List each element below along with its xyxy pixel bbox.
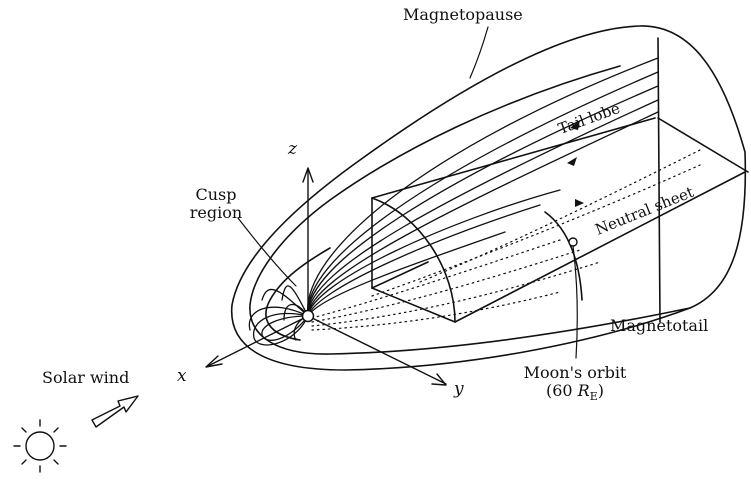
x-arrowhead <box>205 355 223 368</box>
y-axis <box>307 315 447 385</box>
tail-back-edge <box>657 37 661 323</box>
solar-wind-label: Solar wind <box>42 368 130 387</box>
y-axis-label: y <box>454 379 464 399</box>
z-arrowhead <box>302 167 314 183</box>
moon-orbit-arc <box>544 211 583 301</box>
cross-section-base <box>371 287 456 323</box>
moons-orbit-prefix: (60 <box>545 380 578 400</box>
cross-section-arc <box>371 197 456 323</box>
dayside-field-loops <box>248 285 309 346</box>
solar-wind-arrow-icon <box>91 395 139 428</box>
field-direction-arrows <box>567 120 584 207</box>
neutral-sheet-front-edge <box>371 117 656 199</box>
earth-radius-subscript: E <box>589 389 598 403</box>
cusp-region-label-line1: Cusp <box>195 185 237 204</box>
cusp-region-label-line2: region <box>189 202 243 222</box>
moon-marker <box>568 237 578 247</box>
coordinate-axes <box>205 167 447 386</box>
earth-radius-symbol: R <box>577 380 590 400</box>
neutral-sheet-back-edge <box>657 117 749 173</box>
plasma-sheet-dotted-lines <box>311 149 701 331</box>
moons-orbit-suffix: ) <box>597 380 604 400</box>
magnetotail-label: Magnetotail <box>610 316 709 335</box>
magnetopause-boundary <box>230 25 747 371</box>
earth-marker <box>301 309 315 323</box>
cross-section-base-inner <box>371 261 429 289</box>
moons-orbit-label: Moon's orbit (60 RE) <box>505 364 645 403</box>
moon-orbit-leader <box>572 245 578 359</box>
z-axis-label: z <box>288 139 297 159</box>
moons-orbit-label-line2: (60 RE) <box>505 380 645 403</box>
cusp-leader <box>237 217 297 287</box>
sun-icon <box>13 419 67 473</box>
tail-lobe-field-lines <box>307 57 659 317</box>
x-axis <box>207 315 309 367</box>
neutral-sheet-edge <box>454 171 746 323</box>
x-axis-label: x <box>177 366 187 386</box>
moons-orbit-label-line1: Moon's orbit <box>523 363 627 382</box>
y-arrowhead <box>431 373 447 386</box>
cusp-region-label: Cusp region <box>180 186 252 221</box>
magnetopause-label: Magnetopause <box>403 5 523 24</box>
magnetopause-leader <box>469 26 489 79</box>
inner-boundary <box>249 65 691 355</box>
